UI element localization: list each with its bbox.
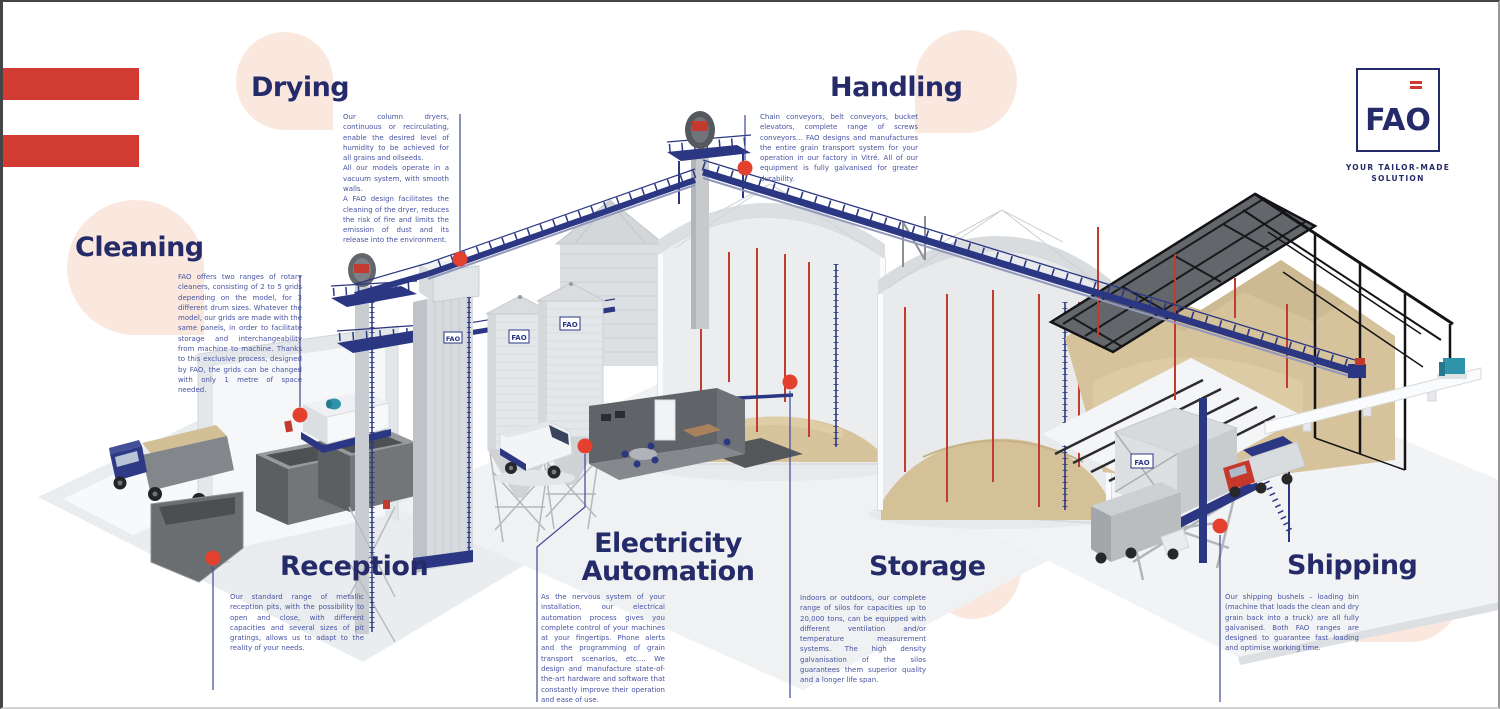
- cleaning-marker: [292, 407, 308, 423]
- silo-brand-label: FAO: [562, 321, 577, 329]
- logo-text: FAO: [1365, 103, 1431, 138]
- hopper-silos: FAO FAO: [485, 282, 606, 543]
- logo-frame: FAO: [1356, 68, 1440, 152]
- dryer-tower: FAO: [413, 258, 480, 574]
- handling-description: Chain conveyors, belt conveyors, bucket …: [760, 113, 918, 183]
- shipping-bin-brand-label: FAO: [1134, 459, 1149, 467]
- red-bar-top: [3, 68, 139, 100]
- markers-and-leaders: [205, 114, 1228, 702]
- drying-title: Drying: [251, 72, 350, 103]
- cleaning-description: FAO offers two ranges of rotary cleaners…: [178, 273, 302, 395]
- control-room: [589, 388, 745, 480]
- storage-description: Indoors or outdoors, our complete range …: [800, 594, 926, 685]
- tagline-line-2: SOLUTION: [1371, 174, 1425, 184]
- electricity-leader: [536, 454, 586, 702]
- shipping-description: Our shipping bushels – loading bin (mach…: [1225, 593, 1359, 653]
- temperature-cables: [700, 248, 810, 437]
- logo-red-bars-icon: [1410, 81, 1422, 89]
- silo-brand-label: FAO: [511, 334, 526, 342]
- grain-truck: [109, 425, 234, 507]
- drying-marker: [452, 251, 468, 267]
- tube-conveyor: [1264, 358, 1482, 435]
- storage-silo-2: [877, 209, 1112, 525]
- handling-blob: [915, 30, 1017, 133]
- shipping-title: Shipping: [1287, 550, 1418, 581]
- box-truck: [1091, 482, 1190, 564]
- facility-illustration: FAO FAO: [38, 111, 1498, 702]
- cleaning-blob: [67, 200, 204, 335]
- overhead-conveyor-right: [701, 159, 1366, 379]
- center-elevator: [666, 111, 752, 329]
- reception-title: Reception: [280, 551, 429, 582]
- electricity-title: Electricity Automation: [581, 528, 755, 588]
- electricity-description: As the nervous system of your installati…: [541, 593, 665, 704]
- reception-description: Our standard range of metallic reception…: [230, 593, 364, 653]
- reception-marker: [205, 550, 221, 566]
- red-bar-bottom: [3, 135, 139, 167]
- dryer-brand-label: FAO: [446, 335, 461, 343]
- brand-logo: FAO YOUR TAILOR-MADE SOLUTION: [1343, 62, 1453, 185]
- electricity-marker: [577, 438, 593, 454]
- overhead-conveyor-left: [354, 168, 697, 298]
- storage-marker: [782, 374, 798, 390]
- storage-title: Storage: [869, 551, 986, 582]
- brand-tagline: YOUR TAILOR-MADE SOLUTION: [1343, 162, 1453, 185]
- tagline-line-1: YOUR TAILOR-MADE: [1345, 163, 1451, 172]
- drying-description: Our column dryers, continuous or recircu…: [343, 113, 449, 245]
- drying-blob: [236, 32, 333, 130]
- service-van: [495, 420, 575, 486]
- cleaning-title: Cleaning: [75, 232, 204, 263]
- shipping-marker: [1212, 518, 1228, 534]
- shipping-truck: [1223, 441, 1306, 498]
- handling-marker: [737, 160, 753, 176]
- handling-title: Handling: [830, 72, 963, 103]
